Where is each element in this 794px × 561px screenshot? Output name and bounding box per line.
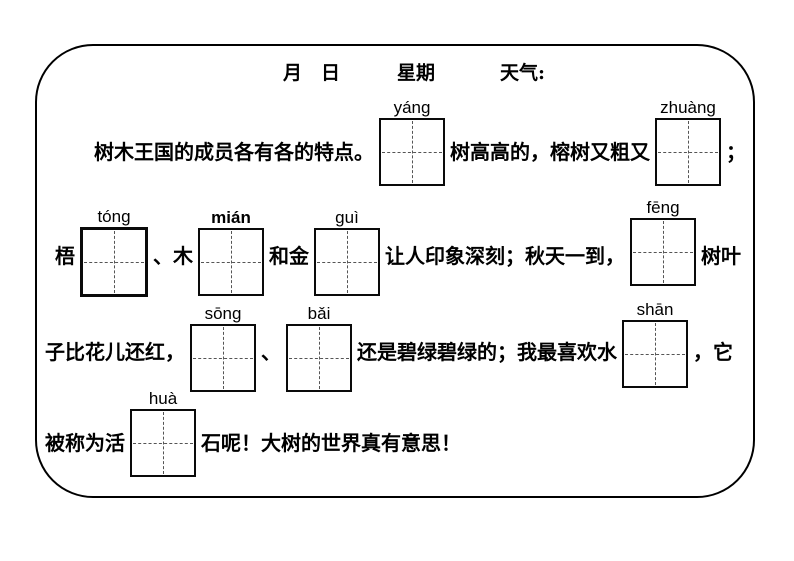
tianzige-grid[interactable] [80, 227, 148, 297]
header-month-day: 月 日 [283, 62, 341, 84]
tianzige-grid[interactable] [130, 409, 196, 477]
pinyin-label: bǎi [307, 304, 331, 324]
writing-box-hua: huà [130, 390, 196, 477]
pinyin-label: fēng [646, 198, 680, 218]
sentence-line-3: 子比花儿还红， sōng 、 bǎi 还是碧绿碧绿的；我最喜欢水 shān ，它 [45, 301, 733, 392]
tianzige-grid[interactable] [190, 324, 256, 392]
sentence-text: 石呢！大树的世界真有意思！ [201, 431, 461, 455]
writing-box-bai: bǎi [286, 305, 352, 392]
tianzige-grid[interactable] [379, 118, 445, 186]
pinyin-label: huà [148, 389, 178, 409]
writing-box-zhuang: zhuàng [655, 99, 721, 186]
sentence-text: 、木 [153, 244, 193, 268]
pinyin-label: yáng [393, 98, 431, 118]
tianzige-grid[interactable] [622, 320, 688, 388]
header-weather: 天气: [500, 62, 546, 84]
pinyin-label: sōng [204, 304, 242, 324]
writing-box-tong: tóng [80, 208, 148, 297]
pinyin-label: mián [211, 208, 251, 228]
sentence-text: 让人印象深刻；秋天一到， [385, 244, 625, 268]
sentence-text: ； [726, 140, 746, 164]
sentence-text: 被称为活 [45, 431, 125, 455]
sentence-text: 梧 [55, 244, 75, 268]
sentence-text: 还是碧绿碧绿的；我最喜欢水 [357, 340, 617, 364]
tianzige-grid[interactable] [314, 228, 380, 296]
pinyin-label: zhuàng [660, 98, 716, 118]
tianzige-grid[interactable] [630, 218, 696, 286]
sentence-text: ，它 [693, 340, 733, 364]
sentence-line-1: 树木王国的成员各有各的特点。 yáng 树高高的，榕树又粗又 zhuàng ； [94, 99, 746, 186]
sentence-line-2: 梧 tóng 、木 mián 和金 guì 让人印象深刻；秋天一到， fēng … [55, 199, 741, 297]
sentence-line-4: 被称为活 huà 石呢！大树的世界真有意思！ [45, 390, 461, 477]
sentence-text: 、 [261, 340, 281, 364]
header-weekday: 星期 [397, 62, 436, 84]
sentence-text: 树木王国的成员各有各的特点。 [94, 140, 374, 164]
pinyin-label: guì [335, 208, 359, 228]
writing-box-gui: guì [314, 209, 380, 296]
tianzige-grid[interactable] [286, 324, 352, 392]
writing-box-mian: mián [198, 209, 264, 296]
writing-box-shan: shān [622, 301, 688, 388]
sentence-text: 子比花儿还红， [45, 340, 185, 364]
tianzige-grid[interactable] [655, 118, 721, 186]
sentence-text: 和金 [269, 244, 309, 268]
pinyin-label: shān [636, 300, 674, 320]
writing-box-feng: fēng [630, 199, 696, 286]
sentence-text: 树高高的，榕树又粗又 [450, 140, 650, 164]
pinyin-label: tóng [97, 207, 131, 227]
writing-box-song: sōng [190, 305, 256, 392]
writing-box-yang: yáng [379, 99, 445, 186]
sentence-text: 树叶 [701, 244, 741, 268]
tianzige-grid[interactable] [198, 228, 264, 296]
